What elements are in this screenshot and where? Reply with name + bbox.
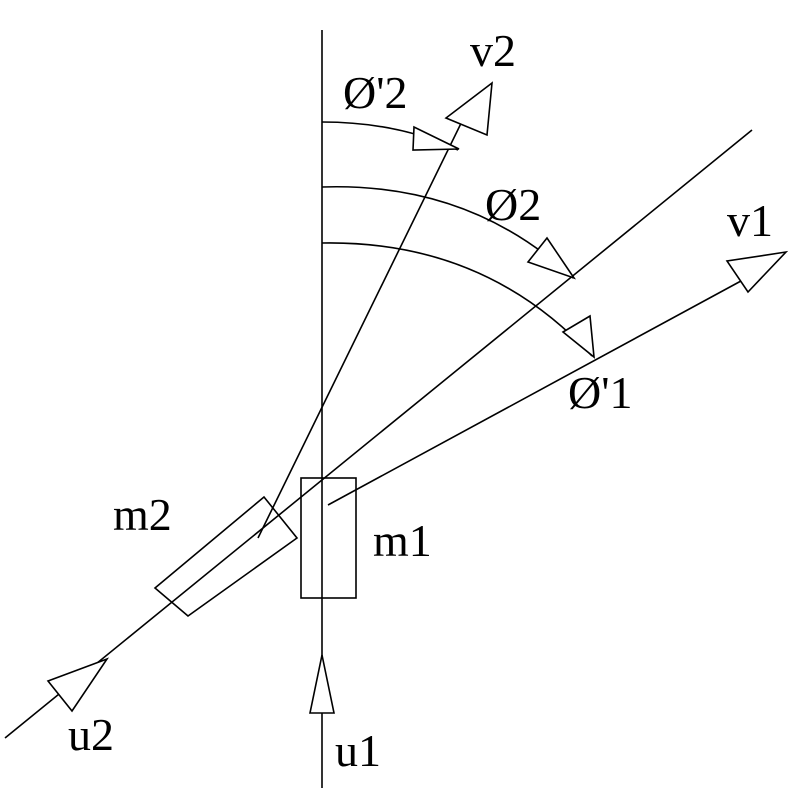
- v1-trajectory-line: [327, 274, 753, 506]
- label-m1: m1: [373, 515, 432, 566]
- v2-trajectory-line: [257, 104, 471, 539]
- u1-arrowhead-icon: [309, 654, 335, 714]
- label-v2: v2: [470, 25, 516, 76]
- label-m2: m2: [113, 489, 172, 540]
- mass-m1-block: [300, 477, 357, 599]
- label-phi-prime-2: Ø'2: [343, 67, 408, 118]
- phi-2-arc-arrowhead-icon: [526, 236, 577, 280]
- u2-trajectory-line: [4, 129, 753, 739]
- label-v1: v1: [727, 195, 773, 246]
- label-phi-2: Ø2: [485, 179, 541, 230]
- label-u1: u1: [335, 725, 381, 776]
- angle-arc-phi-prime-1: [321, 242, 593, 357]
- label-phi-prime-1: Ø'1: [568, 367, 633, 418]
- phi-prime-1-arc-arrowhead-icon: [561, 314, 595, 359]
- v1-arrowhead-icon: [725, 250, 789, 294]
- label-u2: u2: [68, 709, 114, 760]
- v2-arrowhead-icon: [444, 81, 493, 137]
- u2-arrowhead-icon: [46, 657, 110, 713]
- mass-m2-block: [153, 495, 299, 618]
- phi-prime-2-arc-arrowhead-icon: [412, 125, 460, 151]
